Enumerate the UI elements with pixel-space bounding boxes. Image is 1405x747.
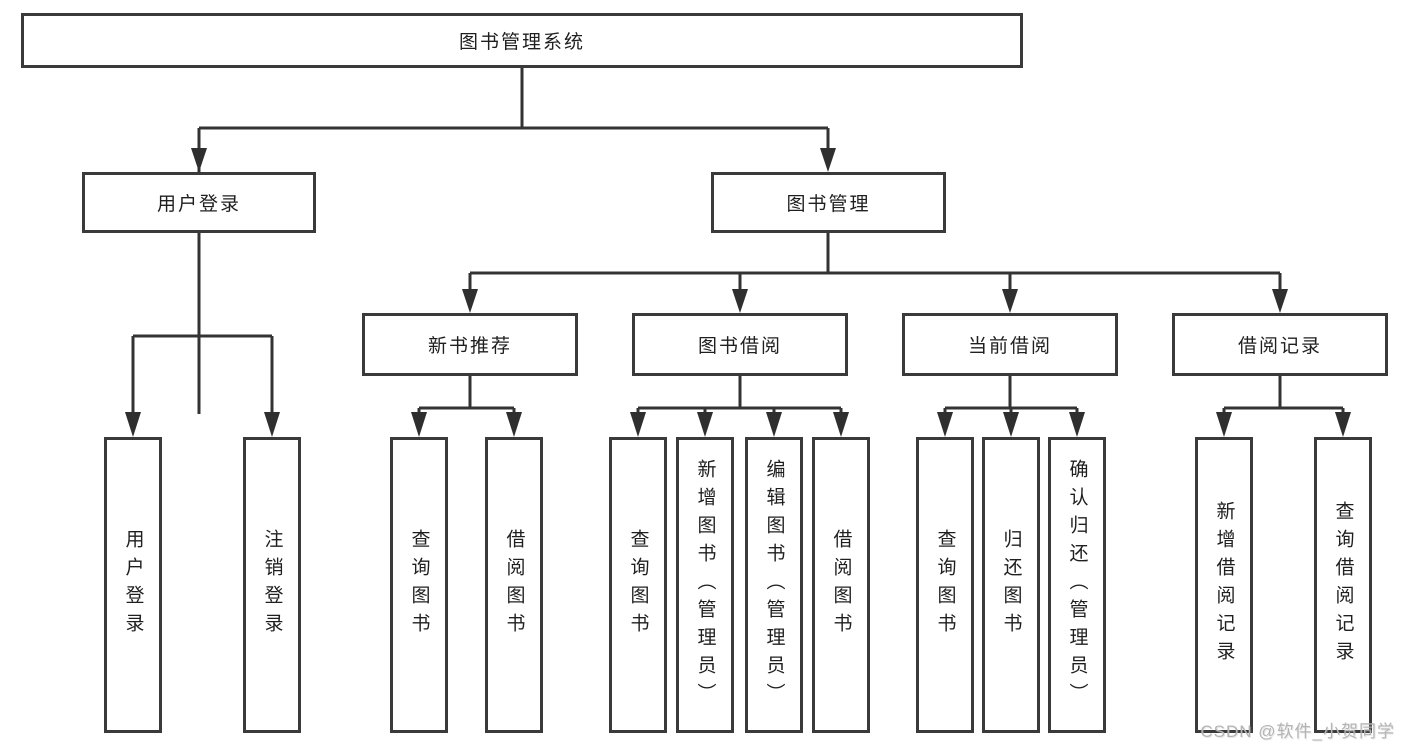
leaf-cb-query-book: 查询图书 — [916, 437, 974, 733]
node-book-borrowing-label: 图书借阅 — [697, 336, 782, 357]
branch-current-borrow — [937, 376, 1085, 437]
leaf-logout: 注销登录 — [243, 437, 301, 733]
branch-borrow-records — [1216, 376, 1351, 437]
leaf-cb-confirm-return-admin: 确认归还（管理员） — [1048, 437, 1106, 733]
node-current-borrowing-label: 当前借阅 — [967, 336, 1052, 357]
leaf-bb-add-book-admin: 新增图书（管理员） — [676, 437, 734, 733]
leaf-user-login: 用户登录 — [104, 437, 162, 733]
branch-book-borrow — [630, 376, 849, 437]
leaf-bb-borrow-book-label: 借阅图书 — [830, 529, 852, 641]
leaf-br-query-record: 查询借阅记录 — [1314, 437, 1372, 733]
node-borrowing-records: 借阅记录 — [1172, 313, 1388, 376]
leaf-br-add-record-label: 新增借阅记录 — [1213, 501, 1235, 669]
node-book-management: 图书管理 — [711, 172, 946, 233]
leaf-bb-edit-book-admin-label: 编辑图书（管理员） — [763, 459, 785, 711]
branch-user-login — [125, 233, 280, 437]
node-library-system: 图书管理系统 — [21, 13, 1023, 68]
node-user-login: 用户登录 — [82, 172, 316, 233]
leaf-cb-confirm-return-admin-label: 确认归还（管理员） — [1066, 459, 1088, 711]
node-new-book-recommend: 新书推荐 — [362, 313, 578, 376]
leaf-cb-return-book-label: 归还图书 — [1000, 529, 1022, 641]
leaf-rec-borrow-book: 借阅图书 — [485, 437, 543, 733]
leaf-bb-add-book-admin-label: 新增图书（管理员） — [694, 459, 716, 711]
node-user-login-label: 用户登录 — [156, 194, 241, 215]
leaf-br-add-record: 新增借阅记录 — [1195, 437, 1253, 733]
leaf-bb-query-book: 查询图书 — [609, 437, 667, 733]
node-new-book-recommend-label: 新书推荐 — [427, 336, 512, 357]
leaf-bb-edit-book-admin: 编辑图书（管理员） — [745, 437, 803, 733]
node-library-system-label: 图书管理系统 — [458, 32, 585, 53]
leaf-br-query-record-label: 查询借阅记录 — [1332, 501, 1354, 669]
leaf-rec-borrow-book-label: 借阅图书 — [503, 529, 525, 641]
branch-book-mgmt — [462, 233, 1288, 313]
node-book-borrowing: 图书借阅 — [632, 313, 848, 376]
node-borrowing-records-label: 借阅记录 — [1237, 336, 1322, 357]
csdn-watermark: CSDN @软件_小贺同学 — [1200, 722, 1395, 741]
leaf-bb-query-book-label: 查询图书 — [627, 529, 649, 641]
node-book-management-label: 图书管理 — [786, 194, 871, 215]
leaf-user-login-label: 用户登录 — [122, 529, 144, 641]
leaf-rec-query-book-label: 查询图书 — [408, 529, 430, 641]
leaf-rec-query-book: 查询图书 — [390, 437, 448, 733]
leaf-bb-borrow-book: 借阅图书 — [812, 437, 870, 733]
leaf-cb-query-book-label: 查询图书 — [934, 529, 956, 641]
branch-new-book-rec — [411, 376, 522, 437]
leaf-logout-label: 注销登录 — [261, 529, 283, 641]
node-current-borrowing: 当前借阅 — [902, 313, 1118, 376]
leaf-cb-return-book: 归还图书 — [982, 437, 1040, 733]
